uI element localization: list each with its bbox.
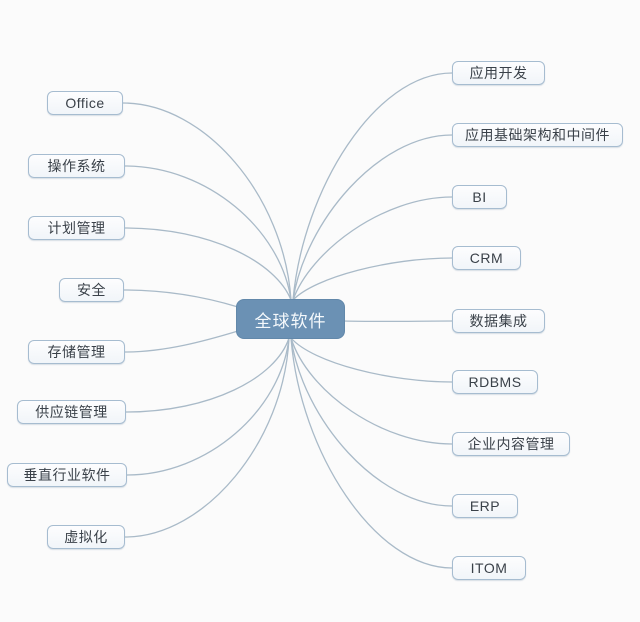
connector-line: [292, 257, 453, 301]
node-bi[interactable]: BI: [452, 185, 507, 209]
connector-line: [290, 337, 453, 569]
connector-line: [123, 289, 239, 308]
connector-line: [122, 102, 292, 301]
connector-line: [124, 227, 292, 301]
node-itom[interactable]: ITOM: [452, 556, 526, 580]
connector-line: [124, 330, 239, 353]
node-vertical-industry-software[interactable]: 垂直行业软件: [7, 463, 127, 487]
node-enterprise-content-management[interactable]: 企业内容管理: [452, 432, 570, 456]
connector-line: [124, 337, 290, 538]
connector-line: [292, 196, 453, 301]
connector-line: [124, 165, 292, 301]
node-app-development[interactable]: 应用开发: [452, 61, 545, 85]
connector-line: [290, 337, 453, 383]
node-storage-management[interactable]: 存储管理: [28, 340, 125, 364]
connector-line: [290, 337, 453, 507]
node-plan-management[interactable]: 计划管理: [28, 216, 125, 240]
node-operating-system[interactable]: 操作系统: [28, 154, 125, 178]
node-office[interactable]: Office: [47, 91, 123, 115]
node-security[interactable]: 安全: [59, 278, 124, 302]
node-data-integration[interactable]: 数据集成: [452, 309, 545, 333]
connector-line: [290, 337, 453, 445]
connector-line: [125, 337, 290, 413]
node-global-software[interactable]: 全球软件: [236, 299, 345, 339]
node-virtualization[interactable]: 虚拟化: [47, 525, 125, 549]
connector-line: [126, 337, 290, 476]
node-supply-chain-management[interactable]: 供应链管理: [17, 400, 126, 424]
node-crm[interactable]: CRM: [452, 246, 521, 270]
connector-line: [292, 134, 453, 301]
node-rdbms[interactable]: RDBMS: [452, 370, 538, 394]
node-app-infrastructure-middleware[interactable]: 应用基础架构和中间件: [452, 123, 623, 147]
node-erp[interactable]: ERP: [452, 494, 518, 518]
connector-line: [292, 72, 453, 301]
